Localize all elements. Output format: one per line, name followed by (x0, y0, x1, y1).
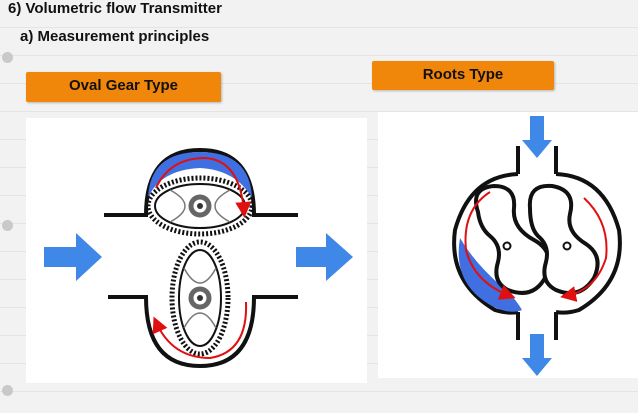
section-subheading: a) Measurement principles (20, 28, 210, 45)
roots-inlet-arrow (522, 116, 552, 158)
roots-type-label: Roots Type (372, 61, 554, 90)
outlet-flow-arrow (296, 233, 353, 281)
binder-hole (2, 385, 13, 396)
oval-gear-diagram (44, 147, 353, 369)
oval-gear-type-label: Oval Gear Type (26, 72, 221, 102)
left-lobe-shaft (502, 241, 512, 251)
right-roots-lobe (527, 183, 600, 295)
right-lobe-shaft (562, 241, 572, 251)
binder-hole (2, 220, 13, 231)
roots-housing (452, 172, 622, 315)
lower-rotation-arrow (152, 301, 248, 360)
upper-rotation-arrow (155, 156, 252, 218)
inlet-flow-arrow (44, 233, 102, 281)
roots-outlet-arrow (522, 334, 552, 376)
fluid-pocket-upper (148, 152, 252, 198)
right-lobe-rotation-arrow (560, 197, 608, 302)
left-lobe-rotation-arrow (464, 191, 516, 300)
lower-housing (108, 295, 298, 369)
binder-hole (2, 52, 13, 63)
roots-diagram (452, 116, 622, 376)
section-heading: 6) Volumetric flow Transmitter (8, 0, 222, 17)
